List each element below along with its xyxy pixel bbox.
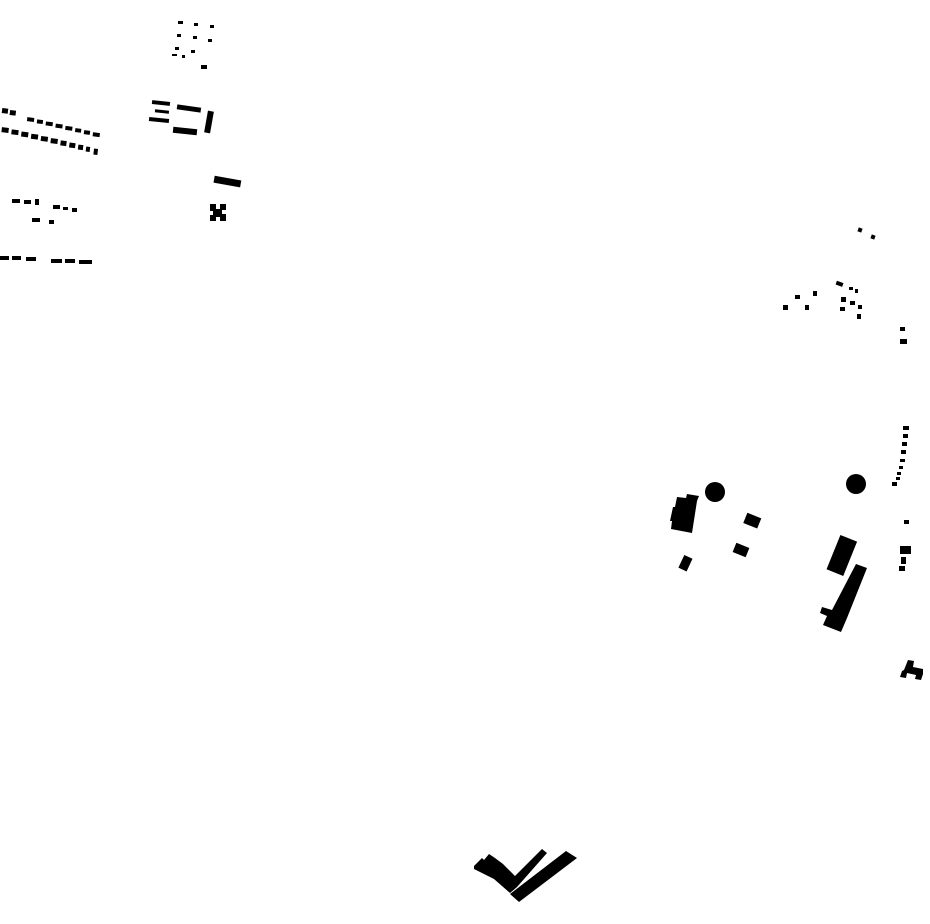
building-arc-east bbox=[892, 426, 909, 486]
buildings-east-main bbox=[670, 474, 923, 680]
building-cluster-nw-top bbox=[172, 21, 214, 69]
building-cluster-ne bbox=[783, 227, 907, 344]
building-rows-west bbox=[0, 108, 100, 264]
building-cluster-nw-bars bbox=[148, 100, 242, 221]
building-cluster-south bbox=[474, 849, 577, 902]
